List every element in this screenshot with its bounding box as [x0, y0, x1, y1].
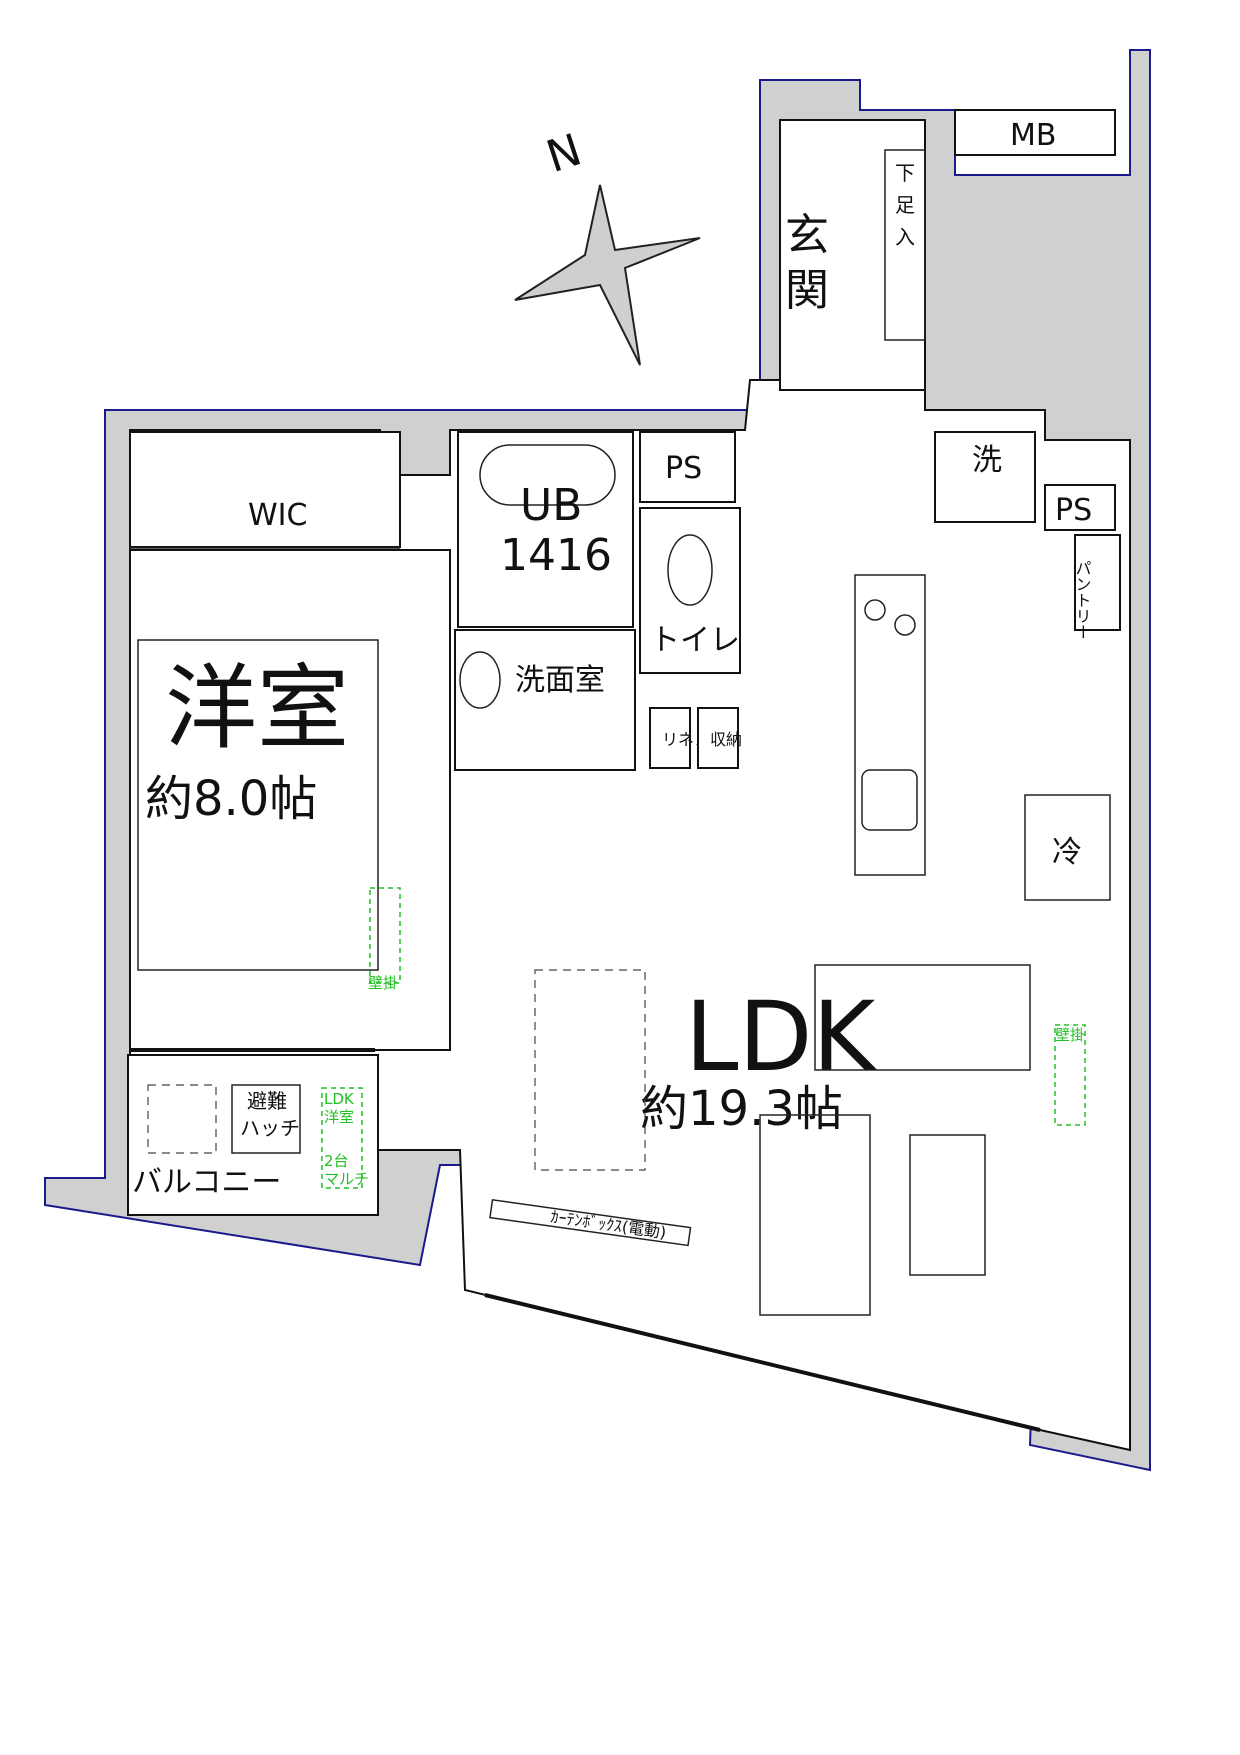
evacuation-hatch — [231, 1084, 301, 1154]
storage-closet — [697, 707, 739, 769]
laundry-label: 洗 — [972, 443, 1002, 478]
toilet-label: トイレ — [650, 623, 740, 658]
ps-label-1: PS — [665, 451, 702, 486]
hatch-label-1: 避難 — [247, 1089, 287, 1113]
outdoor-unit-mark — [321, 1087, 363, 1189]
multi-label-2: 洋室 — [324, 1108, 354, 1126]
compass-north: N — [540, 124, 587, 183]
curtain-box — [489, 1198, 692, 1247]
shoe-label-1: 下 — [895, 161, 915, 185]
washroom — [454, 629, 636, 771]
laundry-space — [934, 431, 1036, 523]
dining-table — [534, 969, 646, 1171]
wic-room — [129, 431, 401, 548]
ldk-area: 約19.3帖 — [640, 1081, 843, 1137]
bedroom — [129, 549, 451, 1051]
wic-label: WIC — [248, 498, 307, 533]
balcony-box-1 — [147, 1084, 217, 1154]
ps-box-1 — [639, 431, 736, 503]
shoe-cabinet — [884, 149, 926, 341]
ldk-label: LDK — [685, 981, 877, 1093]
balcony-label: バルコニー — [132, 1165, 281, 1200]
ldk-ac-mark — [1054, 1024, 1086, 1126]
entrance-label-2: 関 — [785, 265, 829, 316]
bedroom-area: 約8.0帖 — [145, 771, 317, 827]
ps-box-2 — [1044, 484, 1116, 531]
entrance-label-1: 玄 — [785, 210, 829, 261]
mb-label: MB — [1010, 118, 1056, 153]
sofa — [814, 964, 1031, 1071]
pantry-label: パントリー — [1073, 560, 1092, 640]
bathtub — [479, 444, 616, 506]
storage-label: 収納 — [710, 730, 742, 749]
kitchen-sink — [861, 769, 918, 831]
stove-burner-2 — [894, 614, 916, 636]
multi-label-4: マルチ — [324, 1170, 369, 1188]
bedroom-ac-mark — [369, 887, 401, 984]
ldk-window — [484, 1293, 1041, 1432]
toilet-bowl — [667, 534, 713, 606]
compass-star — [514, 184, 701, 366]
washroom-label: 洗面室 — [515, 663, 605, 698]
coffee-table — [909, 1134, 986, 1276]
compass-rose: N — [514, 124, 701, 366]
multi-label-3: 2台 — [324, 1152, 349, 1170]
ub-size: 1416 — [500, 530, 612, 581]
fridge-label: 冷 — [1052, 835, 1082, 870]
ub-label: UB — [520, 480, 582, 531]
bed-outline — [137, 639, 379, 971]
fridge-space — [1024, 794, 1111, 901]
multi-label-1: LDK — [324, 1090, 355, 1108]
entrance — [779, 119, 926, 391]
wash-basin — [459, 651, 501, 709]
ldk-ac-label: 壁掛 — [1055, 1026, 1085, 1044]
kitchen-counter — [854, 574, 926, 876]
sofa-2 — [759, 1114, 871, 1316]
stove-burner-1 — [864, 599, 886, 621]
meter-box — [954, 109, 1116, 156]
shoe-label-3: 入 — [895, 225, 915, 249]
unit-bath — [457, 431, 634, 628]
hatch-label-2: ハッチ — [240, 1116, 300, 1140]
linen-closet — [649, 707, 691, 769]
bedroom-ac-label: 壁掛 — [368, 974, 398, 992]
ps-label-2: PS — [1055, 493, 1092, 528]
pantry — [1074, 534, 1121, 631]
shoe-label-2: 足 — [895, 193, 915, 217]
bedroom-label: 洋室 — [165, 655, 349, 762]
